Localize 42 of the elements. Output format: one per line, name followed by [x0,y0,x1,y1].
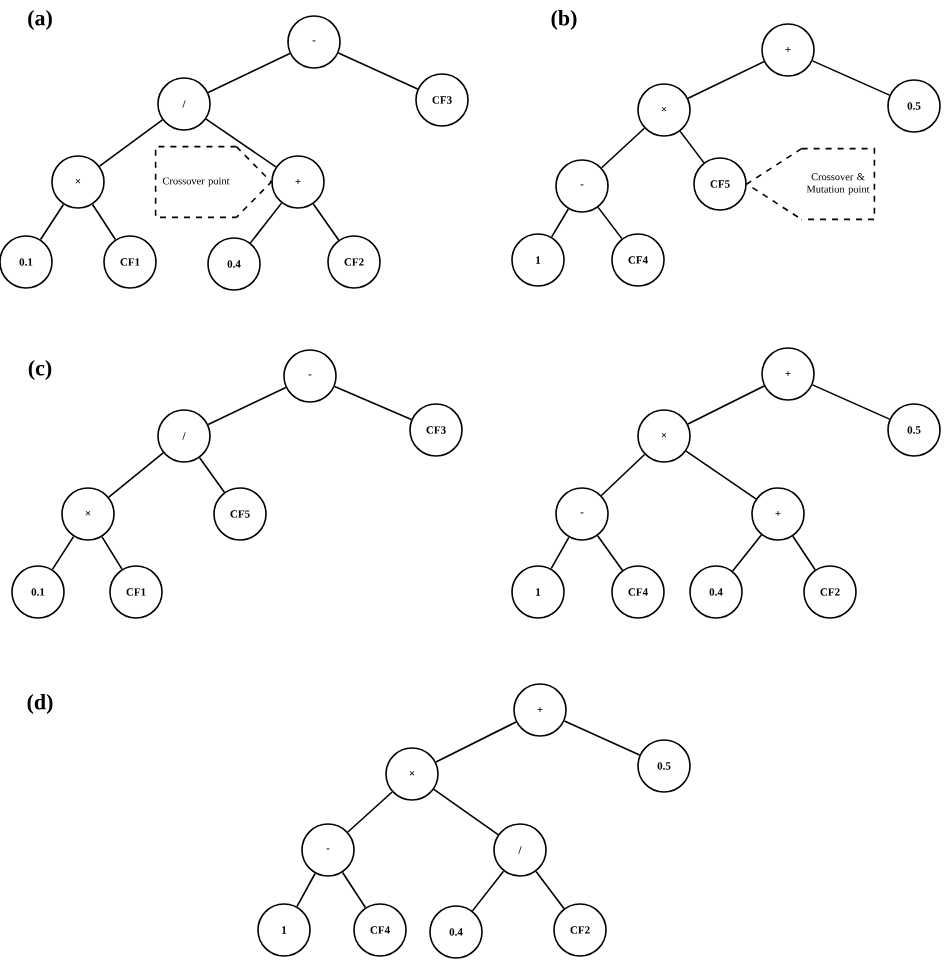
tree-branch [205,118,277,168]
tree-branch [811,384,891,420]
tree-branch [296,872,316,908]
tree-branch [471,870,505,912]
tree-branch [249,202,283,244]
tree-branch [679,130,705,164]
tree-branch [550,536,570,570]
tree-branch [91,203,117,241]
tree-branch [792,535,816,571]
tree-branch [597,206,623,240]
tree-branch [600,453,646,497]
tree-branch [596,535,624,572]
tree-branch [687,385,765,425]
tree-branch [312,203,340,241]
tree-branch [563,720,641,756]
callout-pointer [745,147,803,221]
panel-label: (c) [28,360,52,380]
tree-branch [535,870,565,910]
tree-branch [337,52,419,90]
tree-branch [347,791,393,833]
tree-branch [101,536,123,570]
panel-label: (a) [28,10,52,30]
tree-branch [731,534,763,572]
tree-branch [341,871,367,909]
tree-branch [435,721,517,763]
tree-branch [433,788,499,836]
panel-label: (b) [551,10,577,30]
tree-branch [685,450,757,500]
tree-branch [600,127,646,169]
tree-branch [207,386,287,426]
tree-branch [51,535,75,571]
tree-branch [550,208,570,238]
tree-branch [333,385,413,421]
tree-branch [198,456,226,494]
tree-branch [207,52,291,94]
tree-branch [687,60,765,100]
tree-branch [108,452,164,498]
tree-branch [39,203,65,241]
callout-pointer [235,145,273,219]
panel-label: (d) [27,694,53,714]
tree-branch [811,60,891,96]
tree-branch [98,119,164,167]
